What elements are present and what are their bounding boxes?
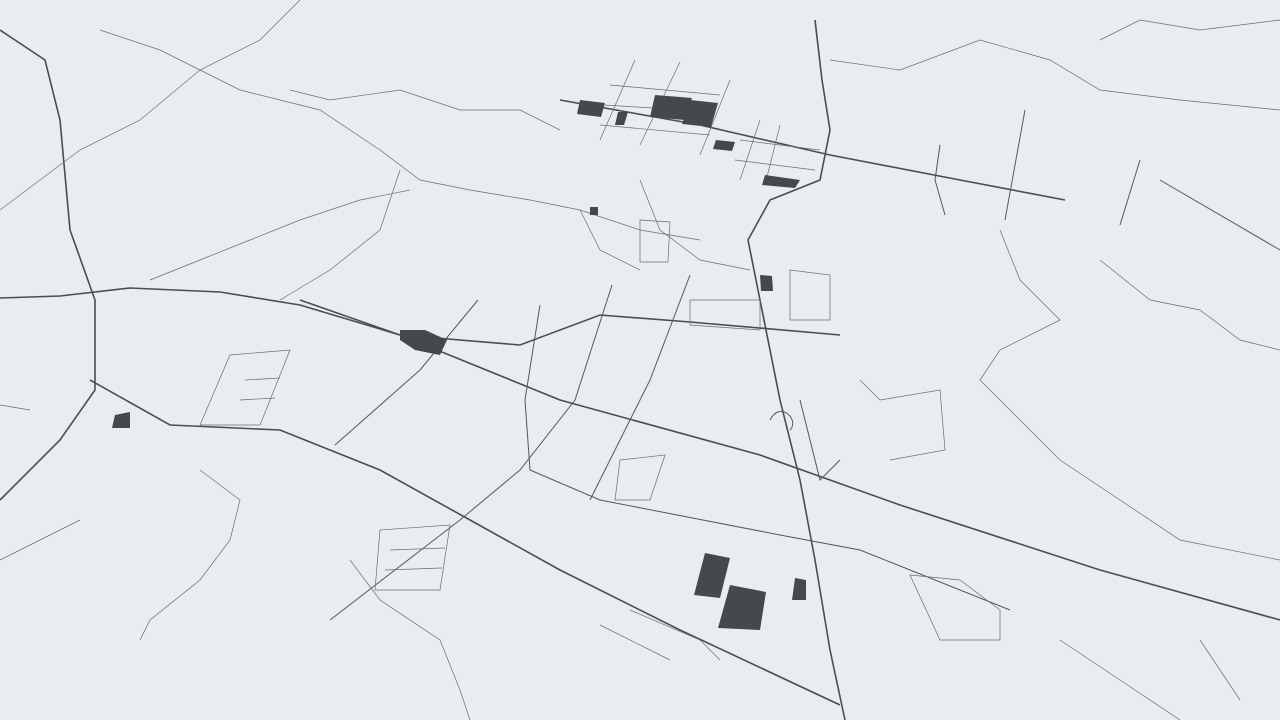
- buildings: [112, 95, 806, 630]
- highways: [0, 19, 1280, 720]
- city-blocks: [199, 59, 1001, 661]
